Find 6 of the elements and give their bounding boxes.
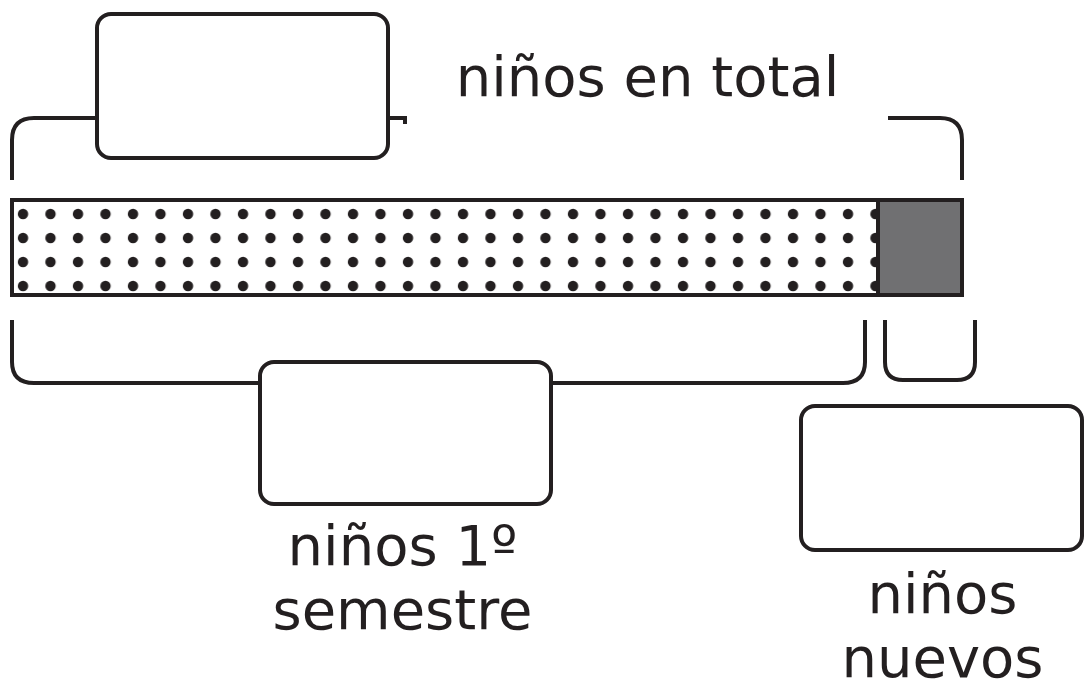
- answer-box: [799, 404, 1084, 552]
- caption-text: niños nuevos: [840, 562, 1045, 690]
- caption-text: niños en total: [454, 45, 841, 109]
- answer-box: [258, 360, 553, 506]
- answer-box: [95, 12, 390, 160]
- caption-text: niños 1º semestre: [271, 514, 534, 642]
